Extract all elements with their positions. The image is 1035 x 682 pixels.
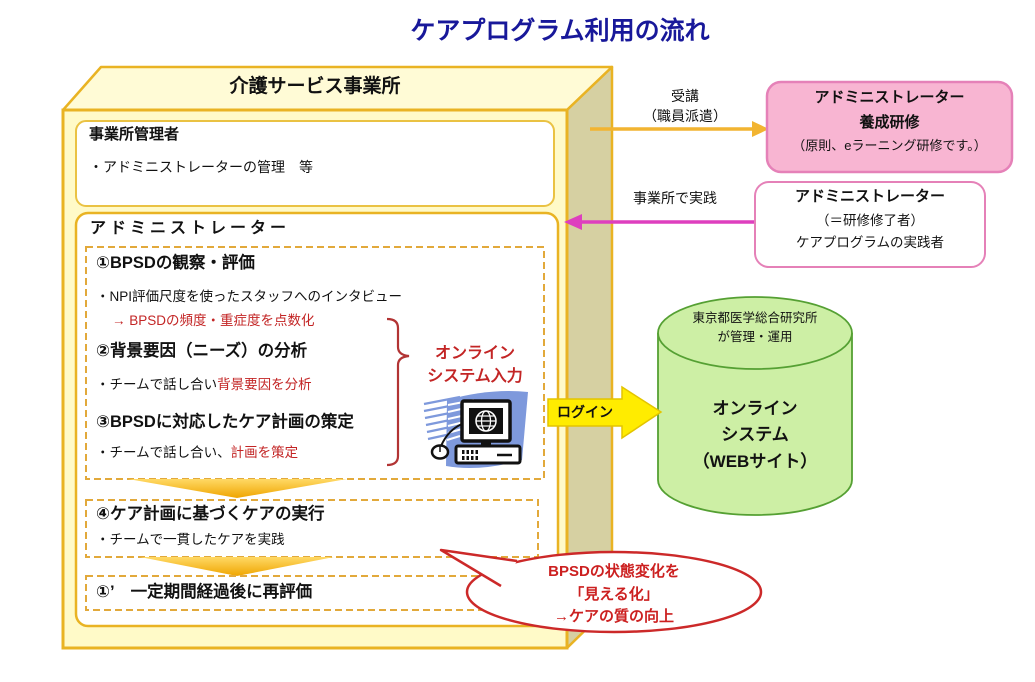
trained-admin-line3: ケアプログラムの実践者 <box>795 235 945 251</box>
practice-arrow-label: 事業所で実践 <box>633 190 717 206</box>
step3-bullet-black: ・チームで話し合い、 <box>96 445 231 460</box>
administrator-heading: アドミニストレーター <box>90 220 291 237</box>
step3-bullet-red: 計画を策定 <box>230 445 299 460</box>
facility-box-title: 介護サービス事業所 <box>229 76 401 97</box>
step2-heading: ②背景要因（ニーズ）の分析 <box>96 342 308 360</box>
result-bubble-line1: BPSDの状態変化を <box>548 563 680 580</box>
step3-bullet: ・チームで話し合い、計画を策定 <box>96 445 298 461</box>
login-arrow <box>547 385 663 440</box>
online-system-name-line1: オンライン <box>712 399 798 418</box>
attend-label-line1: 受講 <box>671 88 699 104</box>
attend-label-line2: （職員派遣） <box>643 108 727 125</box>
attend-training-arrow-label: 受講 （職員派遣） <box>610 86 760 127</box>
trained-administrator-box <box>754 181 986 268</box>
online-system-input-label: オンライン システム入力 <box>405 342 545 388</box>
trained-admin-line2: （＝研修修了者） <box>816 213 924 228</box>
step1-bullet: ・NPI評価尺度を使ったスタッフへのインタビュー <box>96 289 403 304</box>
result-bubble-line3: →ケアの質の向上 <box>553 608 674 625</box>
training-box <box>765 80 1014 174</box>
online-system-name: オンライン システム （WEBサイト） <box>663 396 847 475</box>
trained-administrator-box-text: アドミニストレーター （＝研修修了者） ケアプログラムの実践者 <box>755 188 985 251</box>
computer-icon <box>423 391 528 468</box>
step4-heading: ④ケア計画に基づくケアの実行 <box>96 505 325 523</box>
online-system-input-line1: オンライン <box>434 345 515 362</box>
manager-heading: 事業所管理者 <box>89 126 180 143</box>
system-managed-line1: 東京都医学総合研究所 <box>692 311 818 325</box>
system-managed-by-label: 東京都医学総合研究所 が管理・運用 <box>663 309 847 348</box>
online-system-input-line2: システム入力 <box>427 368 523 386</box>
manager-box <box>75 120 555 207</box>
step2-bullet: ・チームで話し合い背景要因を分析 <box>96 377 312 393</box>
training-box-line2: 養成研修 <box>859 114 920 131</box>
step2-bullet-red: 背景要因を分析 <box>217 377 312 392</box>
result-bubble-text: BPSDの状態変化を 「見える化」 →ケアの質の向上 <box>480 561 748 629</box>
result-bubble-line2: 「見える化」 <box>569 585 659 603</box>
attend-training-arrow <box>590 121 769 137</box>
down-chevron-arrow-2 <box>140 557 334 576</box>
online-system-name-line3: （WEBサイト） <box>692 451 818 471</box>
step-5-dashed-box <box>85 575 539 611</box>
step-4-dashed-box <box>85 499 539 558</box>
manager-bullet: ・アドミニストレーターの管理 等 <box>89 159 313 175</box>
online-system-cylinder <box>657 296 853 516</box>
login-arrow-label: ログイン <box>557 404 613 420</box>
grouping-brace <box>386 317 410 467</box>
practice-arrow <box>564 214 754 230</box>
online-system-name-line2: システム <box>721 425 789 445</box>
step4-bullet: ・チームで一貫したケアを実践 <box>96 532 285 547</box>
training-box-line3: （原則、eラーニング研修です。） <box>792 138 987 153</box>
step2-bullet-black: ・チームで話し合い <box>96 377 218 392</box>
step5-heading: ①’ 一定期間経過後に再評価 <box>96 583 313 601</box>
training-box-line1: アドミニストレーター <box>814 89 965 106</box>
result-speech-bubble <box>439 548 763 634</box>
page-title: ケアプログラム利用の流れ <box>410 17 710 45</box>
trained-admin-line1: アドミニストレーター <box>794 188 945 205</box>
step1-heading: ①BPSDの観察・評価 <box>96 254 255 272</box>
system-managed-line2: が管理・運用 <box>717 330 793 345</box>
down-chevron-arrow-1 <box>128 479 347 498</box>
step1-result-red: → BPSDの頻度・重症度を点数化 <box>112 313 315 328</box>
training-box-text: アドミニストレーター 養成研修 （原則、eラーニング研修です。） <box>767 89 1012 154</box>
step3-heading: ③BPSDに対応したケア計画の策定 <box>96 413 354 431</box>
